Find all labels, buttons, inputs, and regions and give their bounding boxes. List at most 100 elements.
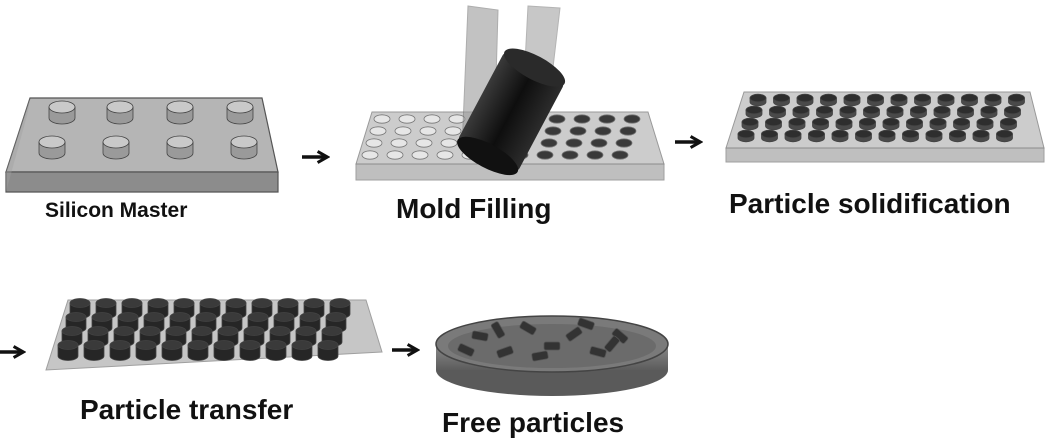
mold-well — [594, 126, 612, 136]
solid-particle — [765, 117, 782, 131]
solid-particle — [906, 117, 923, 131]
transferred-particle — [239, 340, 261, 361]
solid-particle — [816, 105, 833, 119]
solid-particle — [925, 129, 943, 143]
mold-well — [436, 150, 454, 160]
pillar — [166, 135, 194, 160]
silicon-master-label: Silicon Master — [45, 199, 188, 222]
mold-well — [569, 126, 587, 136]
solid-particle — [820, 93, 837, 107]
solid-particle — [996, 129, 1013, 143]
transferred-particle — [265, 340, 287, 361]
transferred-particle — [213, 340, 235, 361]
solid-particle — [749, 93, 767, 107]
mold-well — [619, 126, 637, 136]
solid-particle — [890, 93, 908, 107]
master-pillars — [38, 100, 258, 160]
mold-well — [544, 126, 562, 136]
solid-particle — [953, 117, 970, 131]
free-particles — [457, 317, 629, 362]
free-particle — [531, 350, 549, 362]
transferred-particles — [57, 298, 351, 361]
mold-well — [561, 150, 579, 160]
mold-well — [586, 150, 604, 160]
solid-particle — [855, 129, 872, 143]
pillar — [230, 135, 258, 160]
transferred-particle — [161, 340, 183, 361]
mold-well — [419, 126, 437, 136]
mold-well — [565, 138, 583, 148]
solid-particle — [929, 117, 947, 131]
solid-particle — [796, 93, 814, 107]
free-particle — [589, 346, 607, 358]
free-particle — [543, 341, 561, 351]
solid-particle — [886, 105, 904, 119]
mold-well — [390, 138, 408, 148]
solid-particle — [933, 105, 951, 119]
particle-solidification-label: Particle solidification — [729, 188, 1011, 219]
roller-icon — [457, 48, 566, 176]
solid-particle — [980, 105, 998, 119]
transferred-particle — [317, 340, 339, 361]
solid-particle — [843, 93, 861, 107]
pillar — [38, 135, 66, 160]
transferred-particle — [135, 340, 157, 361]
mold-well — [598, 114, 616, 124]
solid-particle — [769, 105, 786, 119]
free-particle — [471, 330, 489, 342]
mold-well — [540, 138, 558, 148]
pillar — [102, 135, 130, 160]
mold-well — [415, 138, 433, 148]
mold-filling-illustration — [355, 5, 665, 181]
mold-well — [444, 126, 462, 136]
transferred-particle — [83, 340, 105, 361]
solid-particle — [761, 129, 778, 143]
solid-particle — [839, 105, 857, 119]
mold-well — [369, 126, 387, 136]
solid-particle — [831, 129, 849, 143]
solid-particle — [914, 93, 931, 107]
pillar — [166, 100, 194, 125]
mold-well — [394, 126, 412, 136]
solid-particle — [863, 105, 880, 119]
transferred-particle — [57, 340, 79, 361]
pillar — [226, 100, 254, 125]
particle-transfer-illustration — [45, 298, 383, 371]
mold-well — [398, 114, 416, 124]
mold-well — [536, 150, 554, 160]
free-particle — [496, 345, 514, 359]
solid-particle — [835, 117, 853, 131]
mold-well — [373, 114, 391, 124]
solid-particle — [788, 117, 806, 131]
particle-transfer-label: Particle transfer — [80, 394, 294, 425]
solid-particle — [812, 117, 829, 131]
mold-well — [611, 150, 629, 160]
solid-particle — [878, 129, 896, 143]
solid-particle — [957, 105, 974, 119]
mold-well — [615, 138, 633, 148]
solid-particle — [937, 93, 955, 107]
particle-solidification-illustration — [725, 91, 1045, 163]
solid-particle — [1000, 117, 1017, 131]
solidified-particles — [737, 93, 1025, 143]
free-particle — [457, 343, 475, 357]
solid-particle — [737, 129, 755, 143]
pillar — [106, 100, 134, 125]
pillar — [48, 100, 76, 125]
solid-particle — [792, 105, 810, 119]
solid-particle — [745, 105, 763, 119]
mold-well — [386, 150, 404, 160]
silicon-master-illustration — [5, 97, 279, 193]
solid-particle — [741, 117, 759, 131]
free-particle — [604, 335, 620, 353]
transferred-particle — [291, 340, 313, 361]
transferred-particle — [109, 340, 131, 361]
solid-particle — [949, 129, 966, 143]
free-particles-label: Free particles — [442, 407, 625, 438]
solid-particle — [784, 129, 802, 143]
solid-particle — [972, 129, 990, 143]
transferred-particle — [187, 340, 209, 361]
mold-well — [448, 114, 466, 124]
free-particle — [519, 320, 537, 336]
